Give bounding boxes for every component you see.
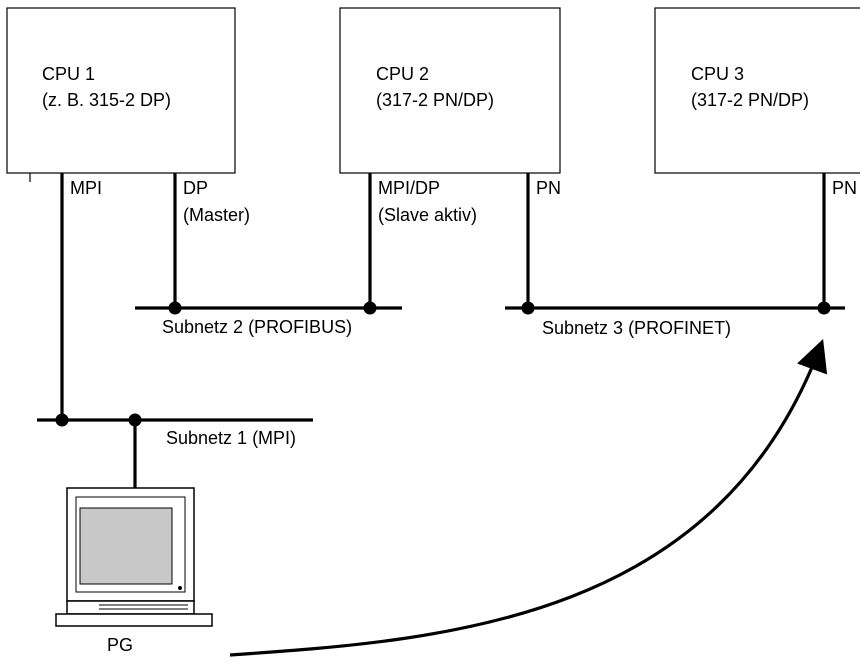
node-cpu-1-dp <box>168 301 182 315</box>
node-cpu-3-pn <box>817 301 831 315</box>
cpu-2-mpidp-role-label: (Slave aktiv) <box>378 205 477 225</box>
cpu-3-model: (317-2 PN/DP) <box>691 90 809 110</box>
computer-base <box>66 600 195 615</box>
cpu-2-outline <box>339 7 561 174</box>
pc-workstation-icon[interactable] <box>55 487 213 627</box>
cpu-2-pn-label: PN <box>536 178 561 198</box>
cpu-1-name: CPU 1 <box>42 64 95 84</box>
cpu-1-model: (z. B. 315-2 DP) <box>42 90 171 110</box>
cpu-2-model: (317-2 PN/DP) <box>376 90 494 110</box>
subnet-2-label: Subnetz 2 (PROFIBUS) <box>162 317 352 337</box>
cpu-1-dp-label: DP <box>183 178 208 198</box>
cpu-1-box[interactable]: CPU 1 (z. B. 315-2 DP) <box>6 7 236 174</box>
cpu-1-mpi-label: MPI <box>70 178 102 198</box>
keyboard <box>55 613 213 627</box>
routing-arrow <box>229 338 828 657</box>
node-cpu-2-mpidp <box>363 301 377 315</box>
cpu-3-pn-label: PN <box>832 178 857 198</box>
cpu-3-box[interactable]: CPU 3 (317-2 PN/DP) <box>654 7 860 174</box>
cpu-3-name: CPU 3 <box>691 64 744 84</box>
power-led <box>178 586 182 590</box>
cpu-3-outline <box>654 7 860 174</box>
node-cpu-2-pn <box>521 301 535 315</box>
cpu-1-outline <box>6 7 236 174</box>
node-cpu-1-mpi <box>55 413 69 427</box>
subnet-1-label: Subnetz 1 (MPI) <box>166 428 296 448</box>
cpu-2-box[interactable]: CPU 2 (317-2 PN/DP) <box>339 7 561 174</box>
subnet-3-label: Subnetz 3 (PROFINET) <box>542 318 731 338</box>
monitor-screen <box>79 507 173 585</box>
cpu-2-name: CPU 2 <box>376 64 429 84</box>
cpu-2-mpidp-label: MPI/DP <box>378 178 440 198</box>
cpu-1-dp-role-label: (Master) <box>183 205 250 225</box>
pg-label: PG <box>107 635 133 655</box>
